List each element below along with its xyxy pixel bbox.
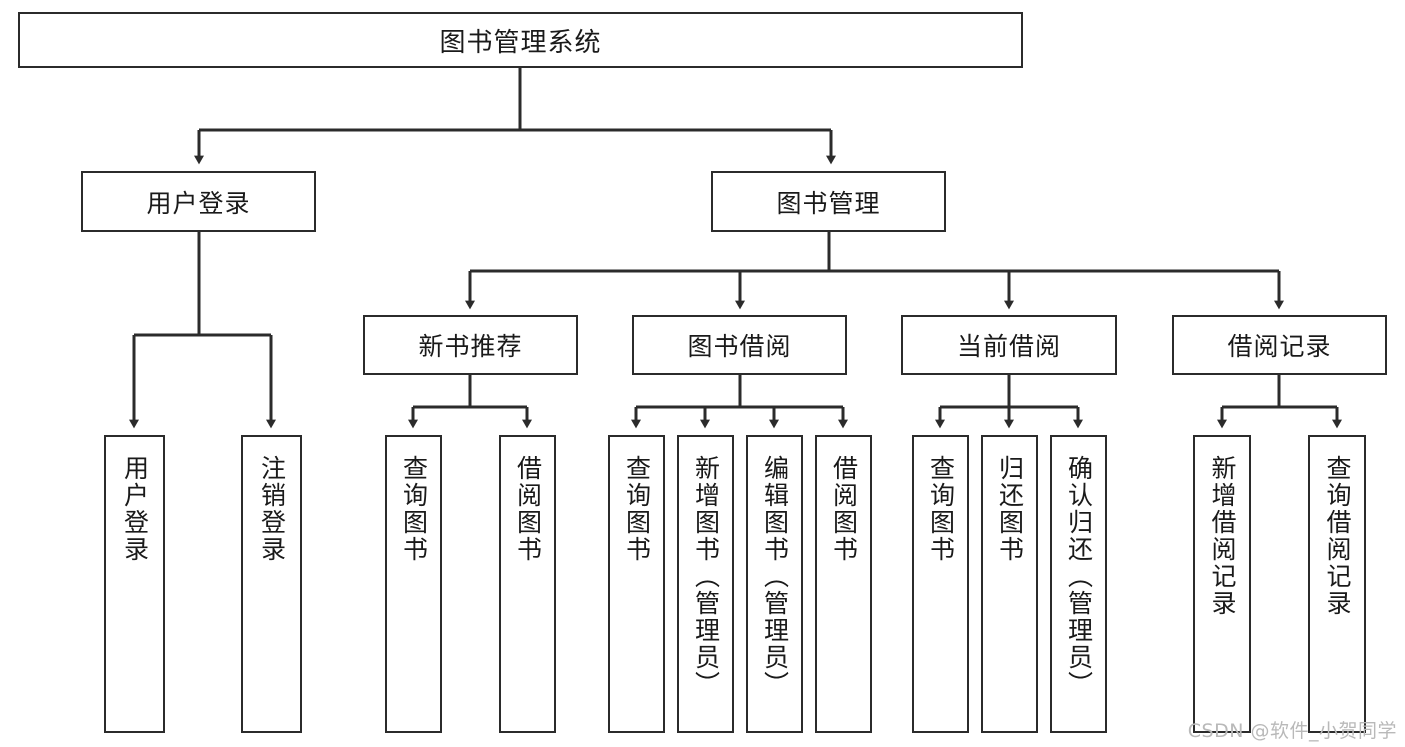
connector-root-to-level2 [194, 68, 836, 165]
leaf-user-login-login[interactable]: 用户登录 [104, 435, 165, 733]
leaf-label: 用户登录 [120, 455, 150, 563]
node-book-management[interactable]: 图书管理 [711, 171, 946, 232]
connector-bookmgmt-to-level3 [465, 232, 1284, 310]
leaf-label: 查询图书 [399, 455, 429, 563]
node-label: 当前借阅 [956, 332, 1061, 361]
connector-newbook-to-leaves [408, 375, 532, 429]
leaf-label: 编辑图书（管理员） [760, 455, 790, 698]
leaf-label: 查询借阅记录 [1323, 455, 1352, 617]
connector-bookborrow-to-leaves [631, 375, 848, 429]
leaf-label: 借阅图书 [513, 455, 543, 563]
leaf-book-borrow-query-book[interactable]: 查询图书 [608, 435, 665, 733]
leaf-label: 借阅图书 [829, 455, 859, 563]
leaf-label: 查询图书 [926, 455, 956, 563]
node-current-borrow[interactable]: 当前借阅 [901, 315, 1117, 375]
leaf-book-borrow-add-book-admin[interactable]: 新增图书（管理员） [677, 435, 734, 733]
leaf-user-login-logout[interactable]: 注销登录 [241, 435, 302, 733]
leaf-label: 新增图书（管理员） [691, 455, 721, 698]
node-label: 图书借阅 [687, 332, 792, 361]
leaf-book-borrow-borrow-book[interactable]: 借阅图书 [815, 435, 872, 733]
node-root-book-management-system[interactable]: 图书管理系统 [18, 12, 1023, 68]
leaf-label: 新增借阅记录 [1208, 455, 1237, 617]
node-new-book-recommend[interactable]: 新书推荐 [363, 315, 578, 375]
leaf-current-borrow-query-book[interactable]: 查询图书 [912, 435, 969, 733]
leaf-label: 确认归还（管理员） [1064, 455, 1094, 698]
leaf-new-book-query-book[interactable]: 查询图书 [385, 435, 442, 733]
leaf-current-borrow-return-book[interactable]: 归还图书 [981, 435, 1038, 733]
leaf-current-borrow-confirm-return-admin[interactable]: 确认归还（管理员） [1050, 435, 1107, 733]
leaf-new-book-borrow-book[interactable]: 借阅图书 [499, 435, 556, 733]
connector-borrowrecord-to-leaves [1217, 375, 1342, 429]
leaf-label: 查询图书 [622, 455, 652, 563]
connector-userlogin-to-leaves [129, 232, 276, 429]
leaf-label: 注销登录 [257, 455, 287, 563]
node-label: 图书管理 [776, 188, 881, 218]
node-label: 用户登录 [146, 188, 251, 218]
node-label: 新书推荐 [418, 332, 523, 361]
node-user-login[interactable]: 用户登录 [81, 171, 316, 232]
leaf-book-borrow-edit-book-admin[interactable]: 编辑图书（管理员） [746, 435, 803, 733]
connector-currentborrow-to-leaves [935, 375, 1083, 429]
leaf-label: 归还图书 [995, 455, 1025, 563]
leaf-borrow-record-add-record[interactable]: 新增借阅记录 [1193, 435, 1251, 733]
node-label: 借阅记录 [1227, 332, 1332, 361]
node-label: 图书管理系统 [439, 27, 602, 58]
leaf-borrow-record-query-record[interactable]: 查询借阅记录 [1308, 435, 1366, 733]
node-borrow-record[interactable]: 借阅记录 [1172, 315, 1387, 375]
node-book-borrow[interactable]: 图书借阅 [632, 315, 847, 375]
